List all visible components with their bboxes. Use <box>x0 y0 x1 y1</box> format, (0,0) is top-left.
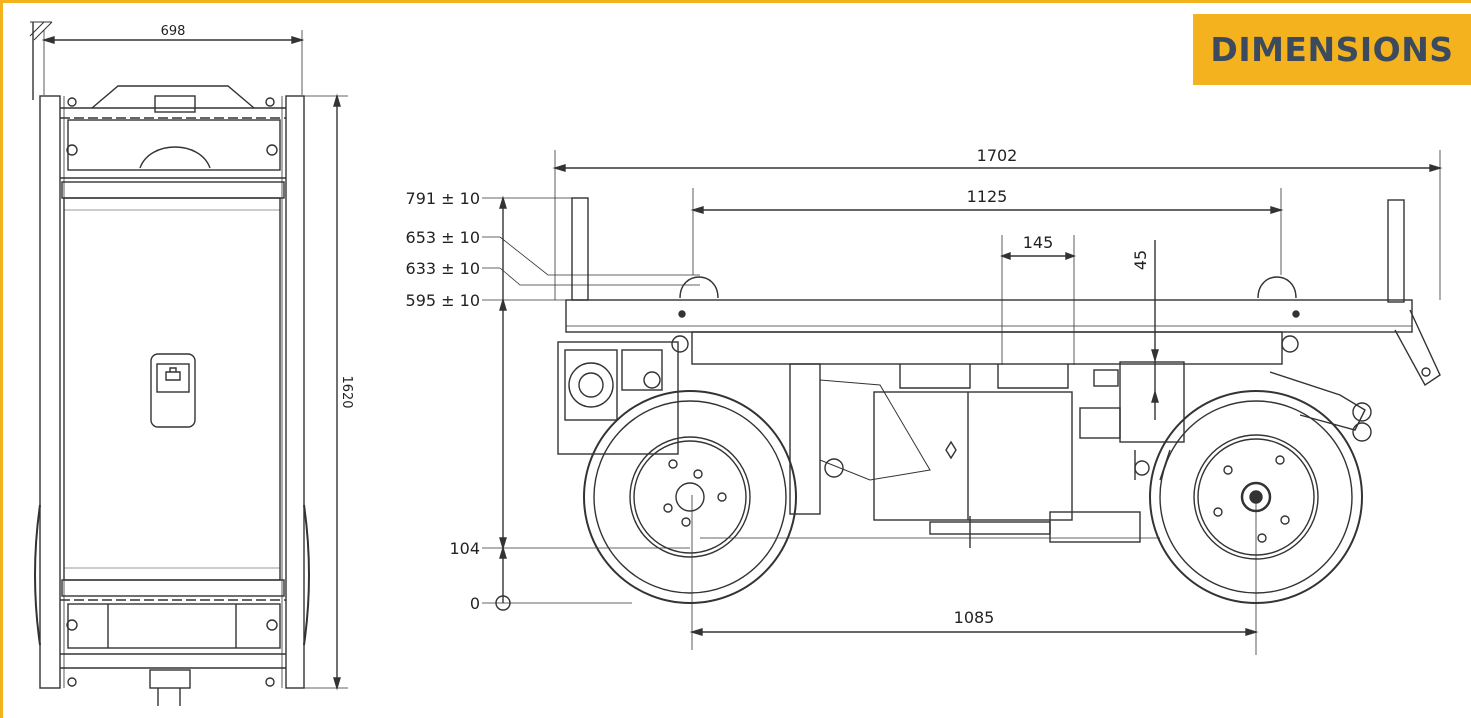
height-label-0: 0 <box>470 594 480 613</box>
page-title: DIMENSIONS <box>1210 30 1454 69</box>
top-length-label: 1620 <box>339 375 354 408</box>
top-view <box>29 21 348 706</box>
overall-length-label: 1702 <box>977 146 1018 165</box>
height-label-653: 653 ± 10 <box>406 228 480 247</box>
height-label-633: 633 ± 10 <box>406 259 480 278</box>
side-view <box>482 150 1443 655</box>
wheelbase-label: 1085 <box>954 608 995 627</box>
top-width-label: 698 <box>161 24 186 39</box>
height-label-104: 104 <box>449 539 480 558</box>
height-label-595: 595 ± 10 <box>406 291 480 310</box>
box-width-label: 145 <box>1023 233 1054 252</box>
title-badge: DIMENSIONS <box>1193 14 1471 85</box>
height-label-791: 791 ± 10 <box>406 189 480 208</box>
box-offset-label: 45 <box>1131 250 1150 270</box>
rail-span-label: 1125 <box>967 187 1008 206</box>
